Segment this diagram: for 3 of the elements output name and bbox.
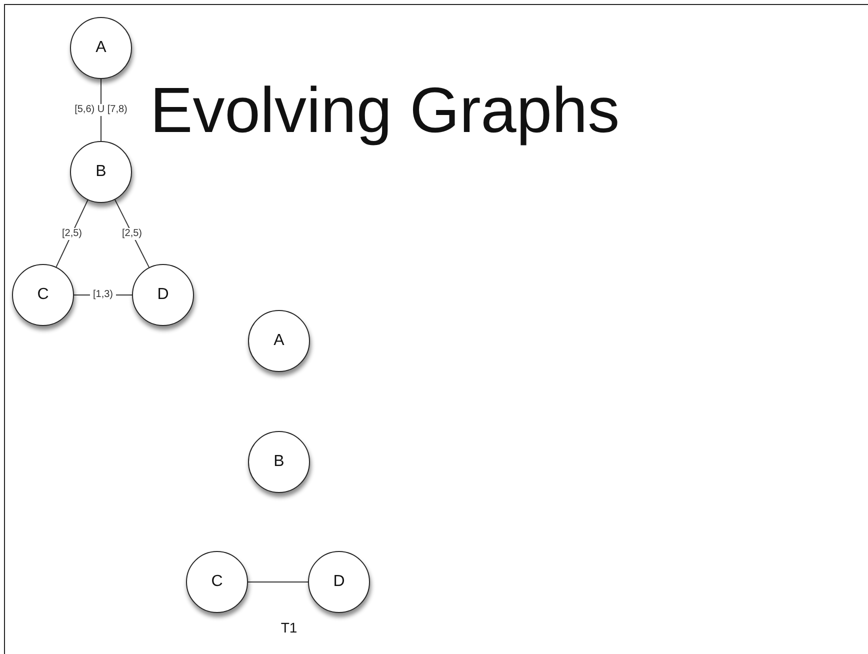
edge-label: [1,3) — [90, 289, 116, 301]
title: Evolving Graphs — [150, 73, 620, 148]
graph-label: T1 — [280, 618, 298, 638]
